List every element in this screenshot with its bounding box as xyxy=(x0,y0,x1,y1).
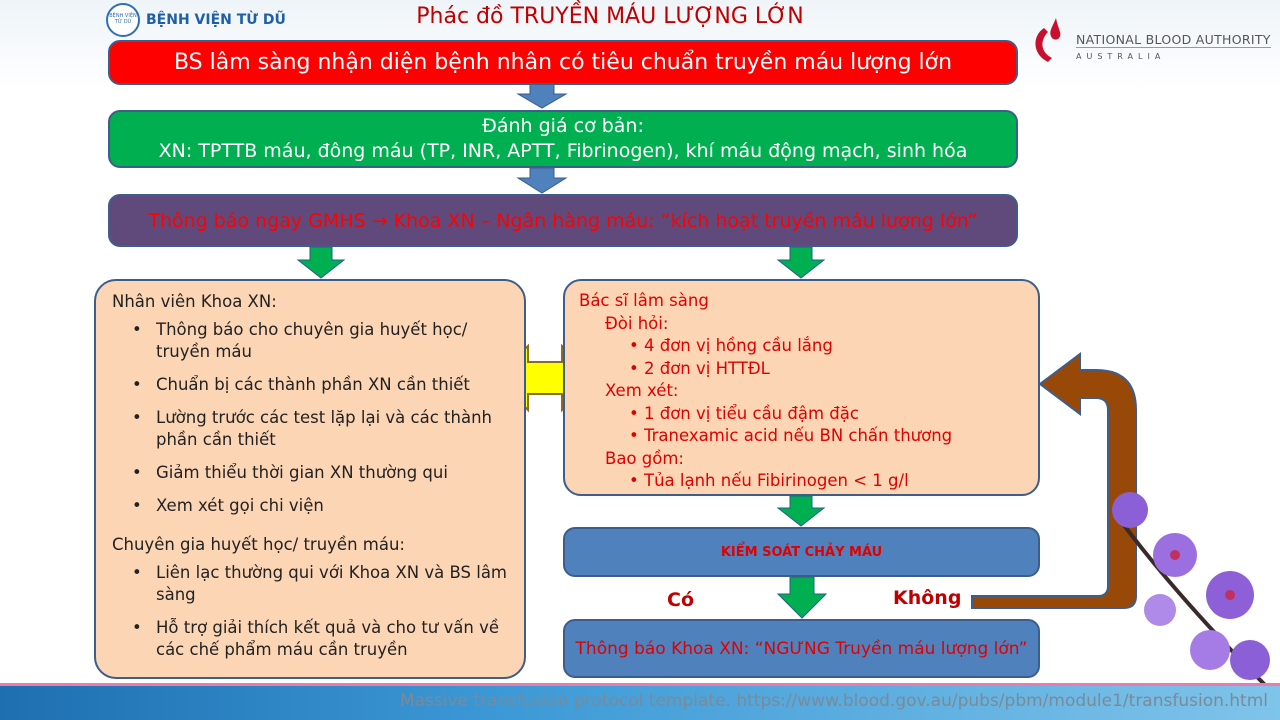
lab-staff-box: Nhân viên Khoa XN: Thông báo cho chuyên … xyxy=(94,279,526,679)
nba-logo: NATIONAL BLOOD AUTHORITY AUSTRALIA xyxy=(1030,14,1275,74)
footer-band: Massive transfusion protocol template. h… xyxy=(0,683,1280,720)
baseline-assessment-box: Đánh giá cơ bản: XN: TPTTB máu, đông máu… xyxy=(108,110,1018,168)
identify-patient-box: BS lâm sàng nhận diện bệnh nhân có tiêu … xyxy=(108,40,1018,85)
source-citation: Massive transfusion protocol template. h… xyxy=(399,691,1268,711)
hematologist-heading: Chuyên gia huyết học/ truyền máu: xyxy=(112,535,405,554)
nba-country: AUSTRALIA xyxy=(1076,52,1166,61)
list-item: Liên lạc thường qui với Khoa XN và BS lâ… xyxy=(132,562,508,606)
down-arrow-2 xyxy=(516,167,568,194)
list-item-text: 2 đơn vị HTTĐL xyxy=(643,358,770,378)
hospital-name: BỆNH VIỆN TỪ DŨ xyxy=(146,12,286,28)
blood-drop-icon xyxy=(1035,18,1061,62)
down-arrow-right xyxy=(776,246,826,279)
clinician-heading: Bác sĩ lâm sàng xyxy=(579,291,709,310)
include-label: Bao gồm: xyxy=(605,448,684,468)
assessment-heading: Đánh giá cơ bản: xyxy=(482,115,644,137)
stop-transfusion-box: Thông báo Khoa XN: “NGƯNG Truyền máu lượ… xyxy=(563,619,1040,678)
list-item: Giảm thiểu thời gian XN thường qui xyxy=(132,462,508,484)
nba-name: NATIONAL BLOOD AUTHORITY xyxy=(1076,32,1271,48)
orchid-decoration xyxy=(1112,492,1272,692)
down-arrow-yes xyxy=(776,576,828,619)
list-item: • 1 đơn vị tiểu cầu đậm đặc xyxy=(629,403,859,423)
down-arrow-1 xyxy=(516,83,568,109)
clinician-box: Bác sĩ lâm sàng Đòi hỏi: • 4 đơn vị hồng… xyxy=(563,279,1040,496)
list-item: Hỗ trợ giải thích kết quả và cho tư vấn … xyxy=(132,617,508,661)
list-item: Chuẩn bị các thành phần XN cần thiết xyxy=(132,374,508,396)
list-item: • Tủa lạnh nếu Fibirinogen < 1 g/l xyxy=(629,471,909,490)
list-item: • Tranexamic acid nếu BN chấn thương xyxy=(629,426,953,445)
list-item: • 4 đơn vị hồng cầu lắng xyxy=(629,336,833,355)
down-arrow-3 xyxy=(776,495,826,527)
list-item-text: Tủa lạnh nếu Fibirinogen < 1 g/l xyxy=(643,471,909,490)
no-label: Không xyxy=(893,587,962,609)
down-arrow-left xyxy=(296,246,346,279)
list-item-text: Tranexamic acid nếu BN chấn thương xyxy=(643,426,953,445)
list-item: Xem xét gọi chi viện xyxy=(132,495,508,517)
hospital-logo: BỆNH VIỆN TỪ DŨ BỆNH VIỆN TỪ DŨ xyxy=(106,3,286,37)
yes-label: Có xyxy=(667,589,694,611)
require-label: Đòi hỏi: xyxy=(605,313,669,333)
lab-list: Thông báo cho chuyên gia huyết học/ truy… xyxy=(132,319,508,528)
list-item: Lường trước các test lặp lại và các thàn… xyxy=(132,407,508,451)
loop-back-arrow xyxy=(971,352,1137,609)
list-item: Thông báo cho chuyên gia huyết học/ truy… xyxy=(132,319,508,363)
hematologist-list: Liên lạc thường qui với Khoa XN và BS lâ… xyxy=(132,562,508,672)
list-item-text: 4 đơn vị hồng cầu lắng xyxy=(643,336,833,355)
notify-activation-box: Thông báo ngay GMHS → Khoa XN – Ngân hàn… xyxy=(108,194,1018,247)
slide-title: Phác đồ TRUYỀN MÁU LƯỢNG LỚN xyxy=(416,4,804,29)
lab-heading: Nhân viên Khoa XN: xyxy=(112,292,277,311)
bleeding-control-box: KIỂM SOÁT CHẢY MÁU xyxy=(563,527,1040,577)
list-item-text: 1 đơn vị tiểu cầu đậm đặc xyxy=(643,403,859,423)
hospital-seal-icon: BỆNH VIỆN TỪ DŨ xyxy=(106,3,140,37)
assessment-tests: XN: TPTTB máu, đông máu (TP, INR, APTT, … xyxy=(158,140,968,162)
list-item: • 2 đơn vị HTTĐL xyxy=(629,358,770,378)
consider-label: Xem xét: xyxy=(605,381,679,400)
